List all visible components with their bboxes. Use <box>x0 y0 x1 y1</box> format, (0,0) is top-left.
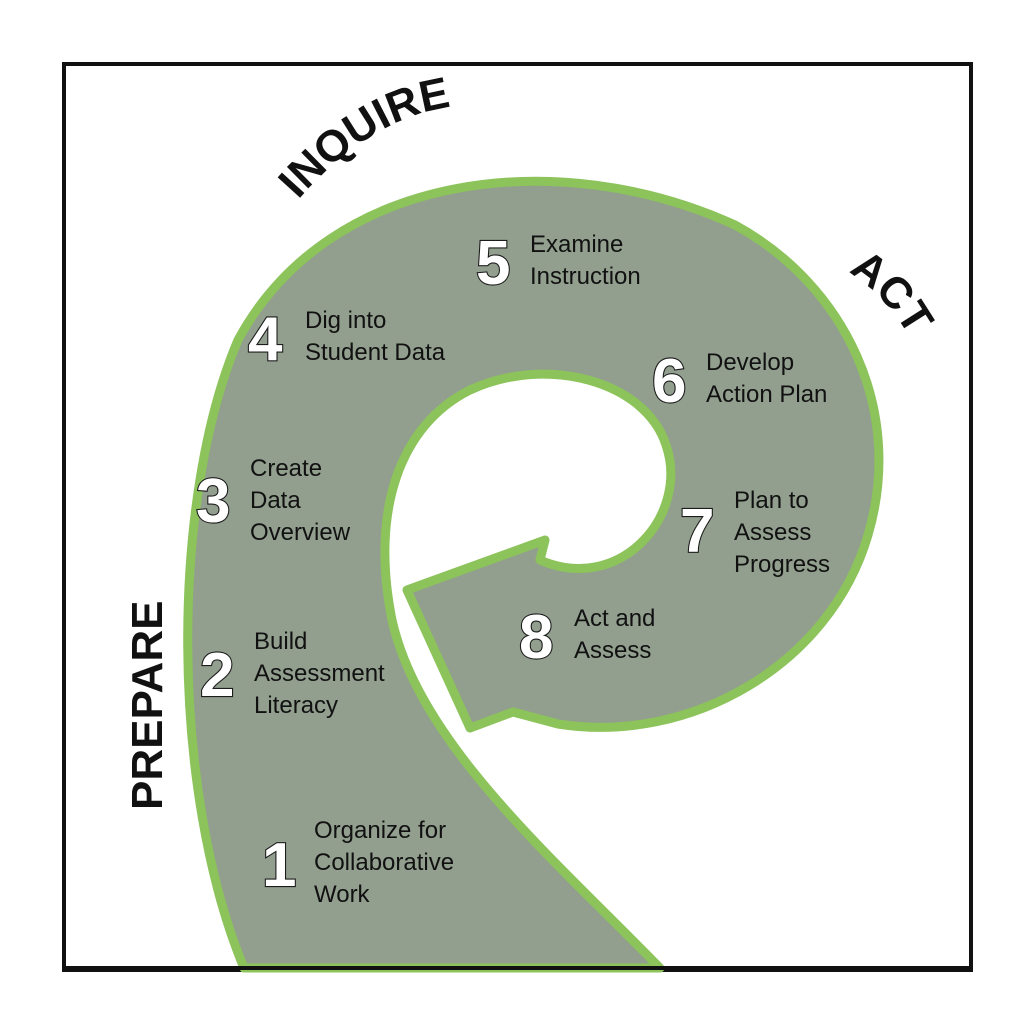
step-2: 2 Build Assessment Literacy <box>199 628 391 719</box>
step-3-line-3: Overview <box>250 519 351 546</box>
step-6-label: Develop Action Plan <box>706 349 827 408</box>
step-2-number: 2 <box>200 641 234 710</box>
step-4-line-2: Student Data <box>305 339 446 366</box>
step-4-line-1: Dig into <box>305 307 386 334</box>
step-7-line-3: Progress <box>734 551 830 578</box>
step-6-line-1: Develop <box>706 349 794 376</box>
step-5-line-2: Instruction <box>530 263 641 290</box>
step-4-label: Dig into Student Data <box>305 307 446 366</box>
step-3: 3 Create Data Overview <box>195 455 351 546</box>
step-5: 5 Examine Instruction <box>475 228 641 299</box>
step-3-label: Create Data Overview <box>250 455 351 546</box>
step-7: 7 Plan to Assess Progress <box>679 487 830 578</box>
step-1-label: Organize for Collaborative Work <box>314 817 461 908</box>
step-1-line-1: Organize for <box>314 817 446 844</box>
step-8-label: Act and Assess <box>574 605 662 664</box>
spiral-band <box>183 176 884 973</box>
step-3-line-2: Data <box>250 487 301 514</box>
step-2-line-3: Literacy <box>254 692 338 719</box>
step-1-line-3: Work <box>314 881 371 908</box>
step-2-line-1: Build <box>254 628 307 655</box>
step-2-line-2: Assessment <box>254 660 385 687</box>
step-3-line-1: Create <box>250 455 322 482</box>
step-3-number: 3 <box>196 467 230 536</box>
phase-prepare: PREPARE <box>123 601 172 810</box>
step-8: 8 Act and Assess <box>518 602 662 673</box>
step-6: 6 Develop Action Plan <box>651 346 828 417</box>
step-7-number: 7 <box>680 497 714 566</box>
step-1-number: 1 <box>262 831 296 900</box>
step-2-label: Build Assessment Literacy <box>254 628 391 719</box>
step-4: 4 Dig into Student Data <box>247 304 446 375</box>
step-6-number: 6 <box>652 347 686 416</box>
step-7-line-1: Plan to <box>734 487 809 514</box>
step-4-number: 4 <box>248 305 283 374</box>
step-1: 1 Organize for Collaborative Work <box>261 817 461 908</box>
step-8-line-2: Assess <box>574 637 651 664</box>
step-7-line-2: Assess <box>734 519 811 546</box>
step-5-number: 5 <box>476 229 510 298</box>
step-5-line-1: Examine <box>530 231 623 258</box>
step-5-label: Examine Instruction <box>530 231 641 290</box>
step-8-line-1: Act and <box>574 605 655 632</box>
step-6-line-2: Action Plan <box>706 381 827 408</box>
step-7-label: Plan to Assess Progress <box>734 487 830 578</box>
step-1-line-2: Collaborative <box>314 849 454 876</box>
step-8-number: 8 <box>519 603 553 672</box>
